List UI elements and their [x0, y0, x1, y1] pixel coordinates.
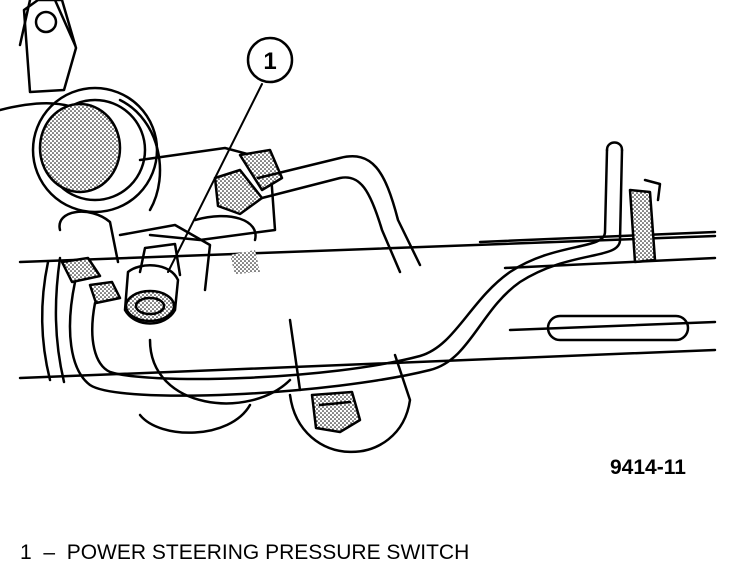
line-clip-right [628, 178, 662, 264]
mount-bolt [310, 390, 362, 434]
legend-entry: 1 – POWER STEERING PRESSURE SWITCH [20, 541, 469, 565]
legend-separator: – [43, 541, 56, 564]
line-fitting-upper [213, 148, 284, 216]
callout-number: 1 [263, 48, 276, 75]
line-fittings-left [60, 256, 122, 305]
steering-shaft [0, 0, 162, 214]
callout-1 [167, 36, 294, 273]
legend-number: 1 [20, 541, 32, 564]
hydraulic-lines [68, 141, 624, 397]
legend-label: POWER STEERING PRESSURE SWITCH [66, 541, 470, 564]
shadow-patch [230, 250, 260, 274]
left-boot [40, 256, 66, 384]
line-art-drawing: 1 [0, 0, 717, 454]
pressure-switch [123, 242, 182, 325]
figure-code: 9414-11 [610, 456, 686, 479]
